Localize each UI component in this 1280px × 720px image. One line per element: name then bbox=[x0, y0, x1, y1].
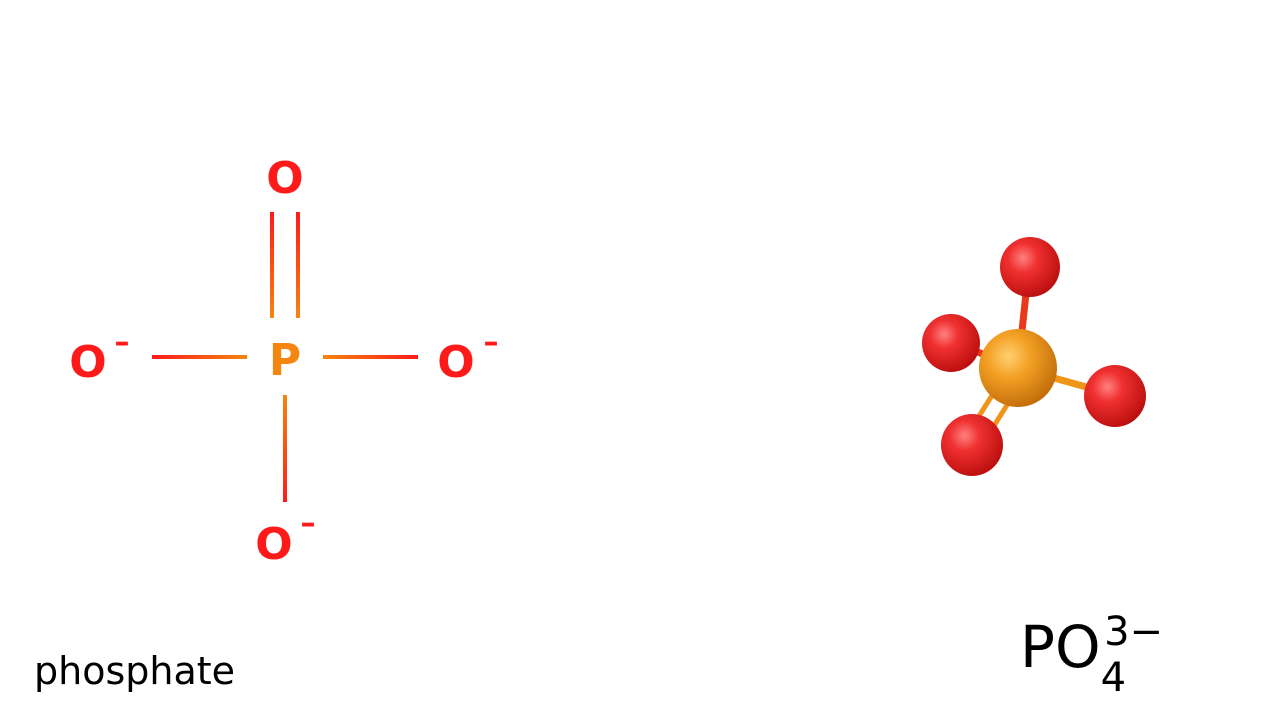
bottom-oxygen-charge: – bbox=[301, 506, 316, 541]
right-oxygen-atom: O bbox=[437, 337, 474, 388]
right-single-bond bbox=[323, 355, 418, 359]
left-oxygen-atom: O bbox=[69, 337, 106, 388]
formula-superscript: 3− bbox=[1104, 609, 1164, 655]
bottom-single-bond bbox=[283, 395, 287, 502]
right-oxygen-charge: – bbox=[484, 325, 499, 360]
oxygen-ball-right bbox=[1084, 365, 1146, 427]
phosphorus-ball bbox=[979, 329, 1057, 407]
ball-and-stick-model bbox=[922, 237, 1146, 476]
oxygen-ball-bottom bbox=[941, 414, 1003, 476]
bottom-oxygen-atom: O bbox=[255, 519, 292, 570]
molecule-name-label: phosphate bbox=[34, 649, 236, 693]
top-oxygen-atom: O bbox=[266, 153, 303, 204]
formula-subscript: 4 bbox=[1100, 655, 1127, 701]
oxygen-ball-top bbox=[1000, 237, 1060, 297]
double-bond-right-line bbox=[296, 212, 300, 318]
double-bond-left-line bbox=[270, 212, 274, 318]
oxygen-ball-left bbox=[922, 314, 980, 372]
chemical-formula: PO43− bbox=[1020, 612, 1163, 698]
phosphorus-atom: P bbox=[269, 335, 301, 386]
left-oxygen-charge: – bbox=[115, 325, 130, 360]
formula-element: PO bbox=[1020, 613, 1101, 681]
structural-formula: O P O O O – – – bbox=[69, 153, 498, 570]
left-single-bond bbox=[152, 355, 247, 359]
